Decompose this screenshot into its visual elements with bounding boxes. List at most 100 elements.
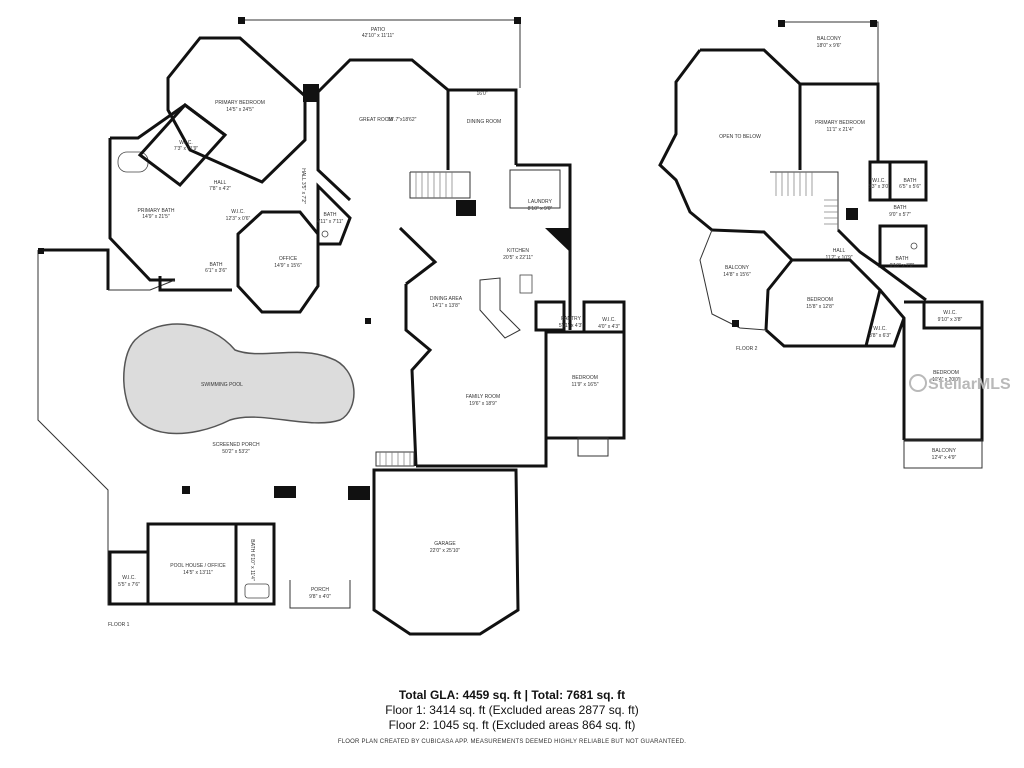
label-open-to-below: OPEN TO BELOW — [719, 134, 761, 140]
dims-porch: 9'8" x 4'0" — [309, 594, 331, 600]
label-pantry: PANTRY — [561, 316, 581, 322]
primary-bath-walls — [108, 103, 226, 282]
dims-patio: 42'10" x 11'11" — [362, 33, 394, 39]
dims-balcony-top: 18'0" x 9'6" — [817, 43, 842, 49]
label-laundry: LAUNDRY — [528, 199, 552, 205]
label-family-room: FAMILY ROOM — [466, 394, 500, 400]
toilet-icon — [321, 230, 329, 238]
floor-2-plan — [658, 20, 984, 469]
label-wic-3: W.I.C. — [602, 317, 616, 323]
label-kitchen: KITCHEN — [507, 248, 529, 254]
dims-dining-area: 14'1" x 13'8" — [432, 303, 460, 309]
floor-2-area-line: Floor 2: 1045 sq. ft (Excluded areas 864… — [388, 718, 636, 732]
bathtub-icon — [117, 151, 149, 173]
dims-stair: 16'0" — [476, 91, 487, 97]
label-wic-c: W.I.C. — [873, 326, 887, 332]
open-to-below-walls — [658, 48, 802, 232]
dims-wic-primary: 7'3" x 11'9" — [174, 146, 198, 152]
label-wic-primary: W.I.C. — [179, 140, 193, 146]
dims-wic-pool: 5'5" x 7'6" — [118, 582, 140, 588]
label-swimming-pool: SWIMMING POOL — [201, 382, 243, 388]
dims-laundry: 8'10" x 9'0" — [528, 206, 553, 212]
label-pool-house: POOL HOUSE / OFFICE — [170, 563, 226, 569]
label-hall-1: HALL — [214, 180, 227, 186]
garage-walls — [372, 468, 520, 636]
wic-primary-walls — [137, 102, 228, 188]
bedroom-floor1-walls — [544, 330, 626, 457]
family-room-bottom — [375, 438, 548, 468]
dims-hall-2: 11'2" x 10'9" — [825, 255, 852, 261]
swimming-pool — [123, 323, 355, 435]
label-bedroom-b: BEDROOM — [933, 370, 959, 376]
label-bath-small: BATH — [210, 262, 223, 268]
pool-house-walls — [108, 522, 276, 606]
office-walls — [236, 210, 320, 314]
label-balcony-left: BALCONY — [725, 265, 750, 271]
dims-balcony-bottom: 12'4" x 4'9" — [932, 455, 957, 461]
kitchen-counter — [519, 274, 533, 294]
dims-great-room: 18'.7"x18'62" — [388, 117, 417, 123]
toilet-icon-2 — [910, 242, 918, 250]
label-patio: PATIO — [371, 27, 385, 33]
label-primary-bath: PRIMARY BATH — [138, 208, 175, 214]
dining-family-walls — [404, 284, 572, 467]
label-floor-1: FLOOR 1 — [108, 622, 130, 628]
label-wic-a: W.I.C. — [872, 178, 886, 184]
label-wic-2: W.I.C. — [231, 209, 245, 215]
pool-house-tub — [244, 583, 270, 599]
label-hall-2: HALL — [833, 248, 846, 254]
label-bath-a: BATH — [904, 178, 917, 184]
dims-wic-3: 4'0" x 4'3" — [598, 324, 620, 330]
dims-bath-small: 6'1" x 3'6" — [205, 268, 227, 274]
bedroom-b-walls — [903, 300, 984, 469]
label-wic-b: W.I.C. — [943, 310, 957, 316]
bath-cluster-2-walls — [868, 160, 928, 268]
label-primary-bedroom-2: PRIMARY BEDROOM — [815, 120, 865, 126]
floor-1-labels: PATIO 42'10" x 11'11" PRIMARY BEDROOM 14… — [108, 27, 620, 628]
dims-hall-1: 7'8" x 4'2" — [209, 186, 231, 192]
great-room-walls — [316, 58, 450, 202]
label-hall-vertical: HALL 3'5" x 7'2" — [300, 168, 306, 204]
patio-outline — [238, 17, 521, 88]
dims-wic-b: 9'10" x 3'8" — [938, 317, 963, 323]
dims-bath-a: 6'5" x 5'6" — [899, 184, 921, 190]
dims-balcony-left: 14'8" x 15'6" — [723, 272, 751, 278]
label-balcony-bottom: BALCONY — [932, 448, 957, 454]
label-office: OFFICE — [279, 256, 298, 262]
floor-2-labels: BALCONY 18'0" x 9'6" OPEN TO BELOW PRIMA… — [719, 36, 962, 461]
label-floor-2: FLOOR 2 — [736, 346, 758, 352]
stellar-mls-watermark: StellarMLS — [909, 374, 1011, 393]
dims-bath-office: 4'11" x 7'11" — [317, 219, 344, 225]
stairs-floor-1 — [409, 171, 476, 216]
dims-family-room: 19'6" x 18'9" — [469, 401, 497, 407]
dims-wic-c: 3'8" x 6'3" — [869, 333, 891, 339]
dims-primary-bath: 14'9" x 21'5" — [142, 214, 170, 220]
dims-screened-porch: 50'2" x 53'2" — [222, 449, 250, 455]
label-dining-area: DINING AREA — [430, 296, 463, 302]
label-porch: PORCH — [311, 587, 329, 593]
screened-porch-outline — [37, 248, 371, 606]
label-bedroom-a: BEDROOM — [807, 297, 833, 303]
floor-1-area-line: Floor 1: 3414 sq. ft (Excluded areas 287… — [385, 703, 639, 717]
area-summary: Total GLA: 4459 sq. ft | Total: 7681 sq.… — [0, 688, 1024, 745]
dims-bedroom-a: 15'8" x 12'8" — [806, 304, 834, 310]
dims-primary-bedroom-2: 11'1" x 21'4" — [826, 127, 853, 133]
balcony-top-outline — [778, 20, 879, 84]
label-bath-office: BATH — [324, 212, 337, 218]
dims-bath-c: 9'10" x 7'8" — [890, 263, 915, 269]
label-bath-b: BATH — [894, 205, 907, 211]
bedroom-a-walls — [765, 258, 882, 348]
dims-bedroom-1: 11'9" x 16'5" — [571, 382, 598, 388]
dims-pantry: 5'11" x 4'3" — [559, 323, 583, 329]
primary-bedroom-walls — [166, 36, 319, 184]
dims-wic-a: 3'3" x 3'0" — [868, 184, 890, 190]
label-balcony-top: BALCONY — [817, 36, 842, 42]
floor-1-plan — [37, 17, 626, 636]
dining-room-walls — [448, 88, 518, 165]
hall-2-walls — [836, 228, 927, 440]
dims-office: 14'9" x 15'6" — [274, 263, 302, 269]
dims-wic-2: 12'3" x 0'6" — [226, 216, 251, 222]
label-great-room: GREAT ROOM — [359, 117, 393, 123]
label-dining-room: DINING ROOM — [467, 119, 501, 125]
